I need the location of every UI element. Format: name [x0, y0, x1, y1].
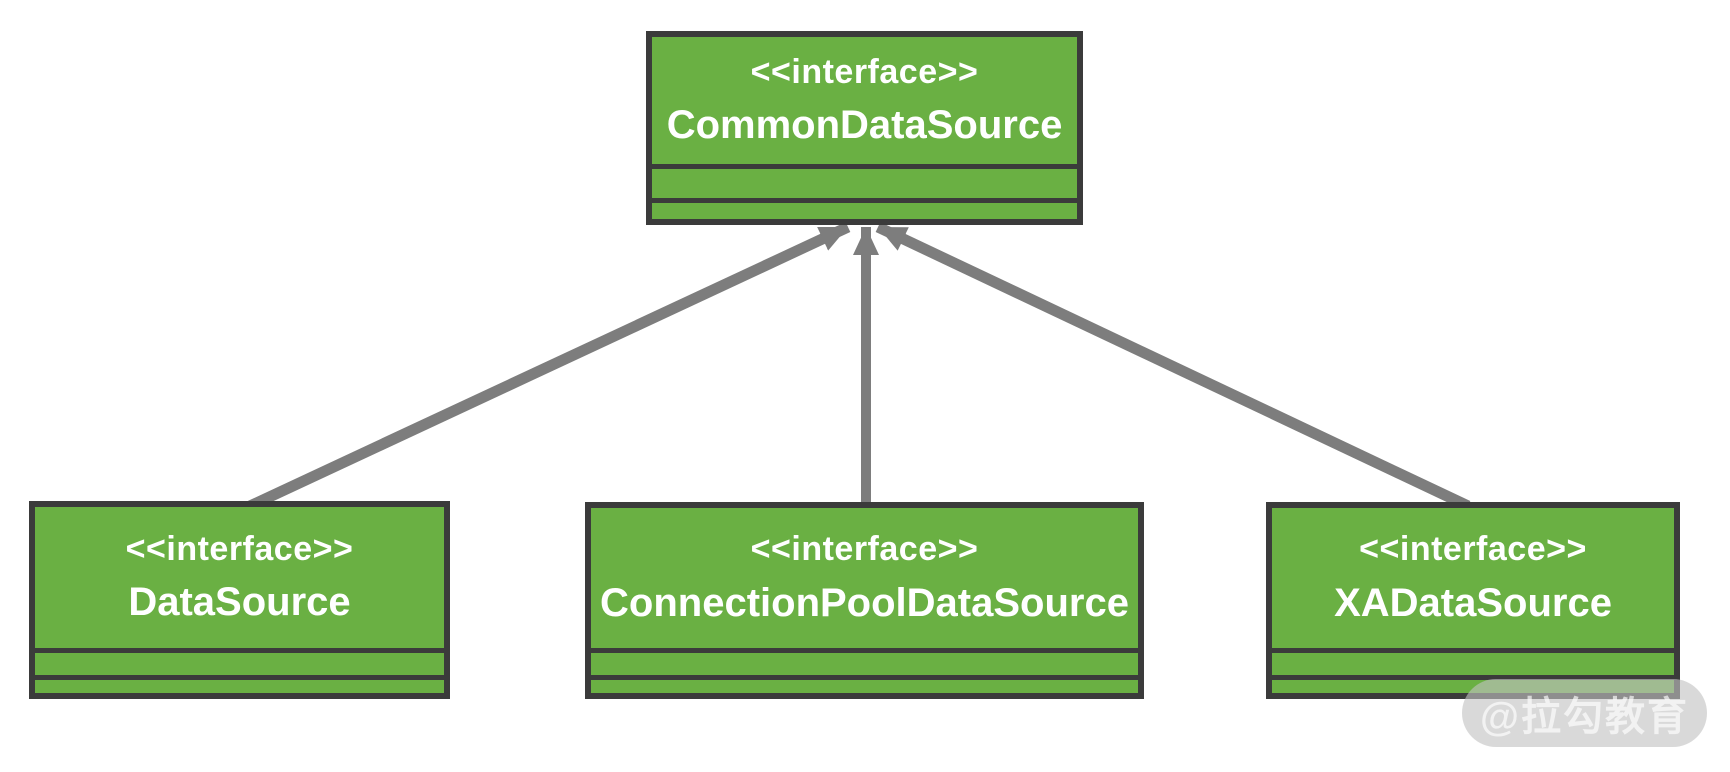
uml-attributes-compartment	[652, 164, 1077, 198]
edge-xadatasource-to-commondatasource	[875, 222, 1471, 511]
uml-operations-compartment	[35, 675, 444, 693]
uml-node-xadatasource: <<interface>> XADataSource	[1266, 502, 1680, 699]
interface-name-label: DataSource	[128, 580, 351, 625]
uml-node-title-compartment: <<interface>> XADataSource	[1272, 508, 1674, 648]
uml-node-datasource: <<interface>> DataSource	[29, 501, 450, 699]
uml-operations-compartment	[591, 675, 1138, 693]
interface-name-label: ConnectionPoolDataSource	[600, 580, 1129, 625]
edge-datasource-to-commondatasource	[247, 222, 851, 511]
uml-node-connectionpooldatasource: <<interface>> ConnectionPoolDataSource	[585, 502, 1144, 699]
watermark-text: @拉勾教育	[1479, 695, 1689, 739]
uml-attributes-compartment	[591, 648, 1138, 675]
uml-attributes-compartment	[35, 648, 444, 675]
stereotype-label: <<interface>>	[1359, 530, 1587, 569]
interface-name-label: XADataSource	[1334, 580, 1612, 625]
stereotype-label: <<interface>>	[750, 52, 979, 91]
uml-node-title-compartment: <<interface>> DataSource	[35, 507, 444, 648]
uml-operations-compartment	[1272, 675, 1674, 693]
uml-attributes-compartment	[1272, 648, 1674, 675]
stereotype-label: <<interface>>	[125, 529, 354, 568]
uml-operations-compartment	[652, 198, 1077, 219]
uml-node-title-compartment: <<interface>> ConnectionPoolDataSource	[591, 508, 1138, 648]
stereotype-label: <<interface>>	[750, 530, 979, 569]
watermark-badge: @拉勾教育	[1462, 679, 1707, 747]
uml-node-title-compartment: <<interface>> CommonDataSource	[652, 37, 1077, 164]
uml-node-commondatasource: <<interface>> CommonDataSource	[646, 31, 1083, 225]
interface-name-label: CommonDataSource	[666, 103, 1063, 148]
